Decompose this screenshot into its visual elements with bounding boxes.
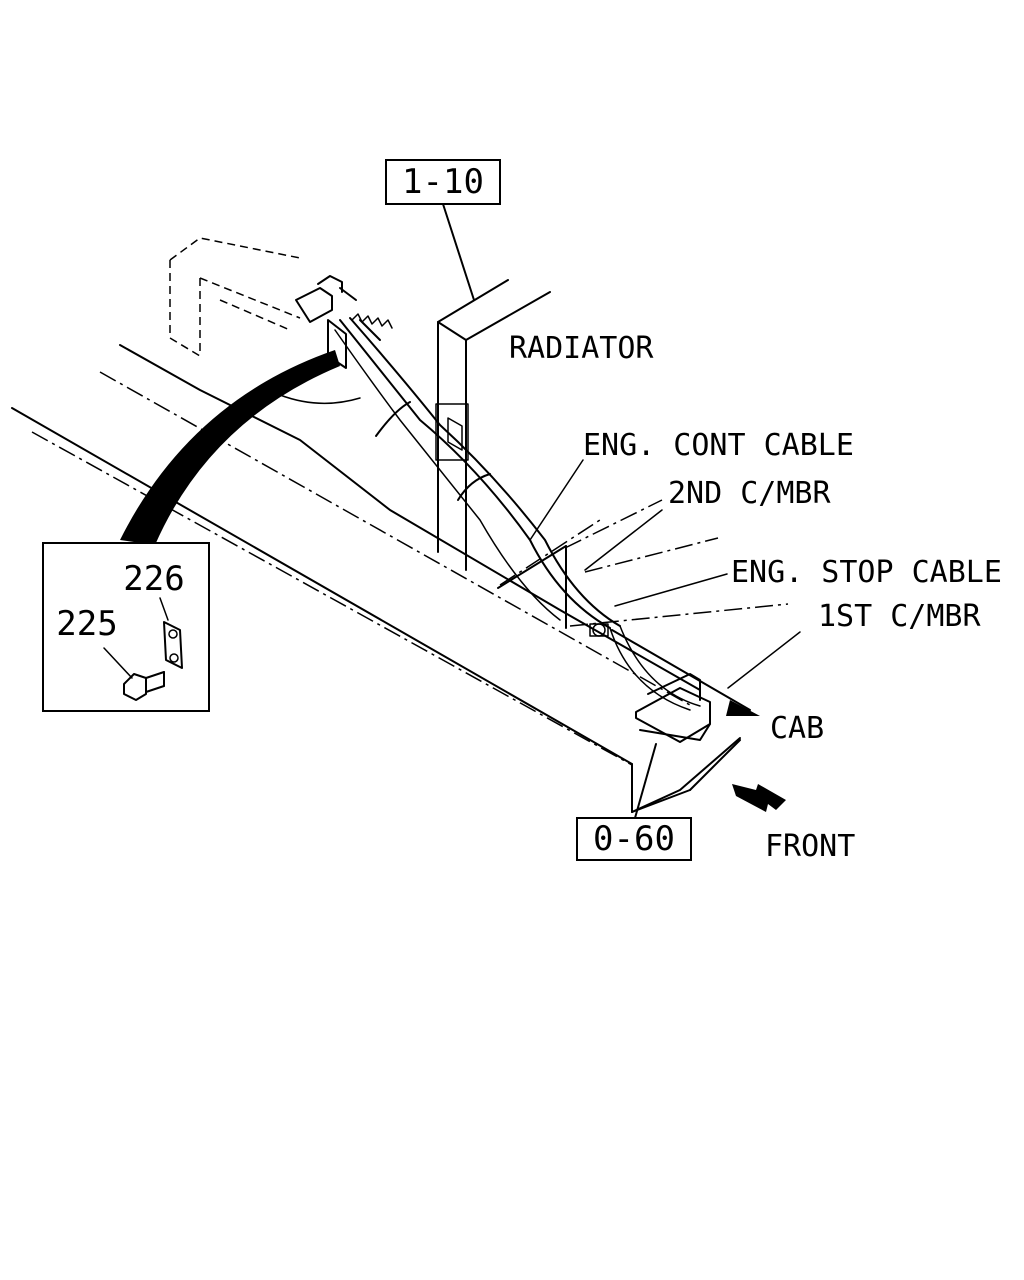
leader-eng-stop-cable (614, 573, 728, 607)
part-number-225: 225 (56, 604, 117, 644)
label-cab: CAB (770, 711, 824, 746)
label-2nd-cmbr: 2ND C/MBR (668, 476, 831, 511)
radiator-post (435, 279, 551, 571)
cable-anchor-bracket (295, 275, 357, 369)
label-1st-cmbr: 1ST C/MBR (818, 599, 981, 634)
reference-box-top: 1-10 (385, 159, 501, 301)
label-eng-stop-cable: ENG. STOP CABLE (731, 555, 1002, 590)
label-radiator: RADIATOR (509, 331, 654, 366)
label-front: FRONT (765, 829, 855, 864)
annotation-labels: RADIATOR ENG. CONT CABLE 2ND C/MBR ENG. … (509, 331, 1002, 864)
bolt-icon (123, 671, 165, 701)
detail-callout-sweep (120, 350, 340, 545)
leader-2nd-cmbr (584, 509, 663, 571)
radiator-outline (169, 237, 361, 405)
frame-rail (11, 344, 741, 813)
cab-mount-block (635, 673, 711, 743)
leader-1st-cmbr (727, 631, 801, 689)
control-cables (334, 313, 760, 716)
part-number-226: 226 (123, 559, 184, 599)
part-detail-inset: 226 225 (42, 542, 210, 712)
reference-label-bottom: 0-60 (593, 819, 675, 859)
front-arrow-icon (732, 784, 786, 812)
reference-box-bottom: 0-60 (576, 743, 692, 861)
label-eng-cont-cable: ENG. CONT CABLE (583, 428, 854, 463)
cross-members (497, 499, 789, 629)
clip-icon (163, 621, 183, 669)
reference-label-top: 1-10 (402, 162, 484, 202)
leader-eng-cont-cable (529, 459, 584, 541)
